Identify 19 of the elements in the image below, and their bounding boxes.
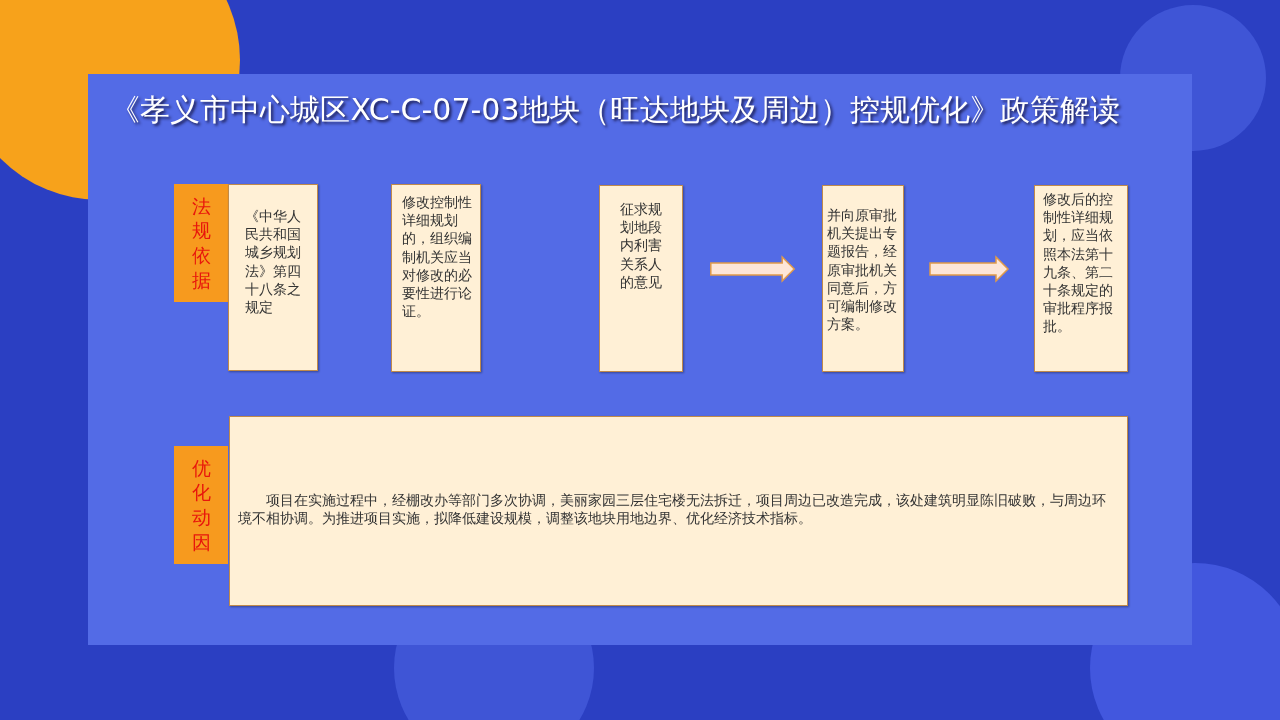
category-label: 优化动因 (191, 455, 211, 555)
step-box (391, 184, 481, 372)
step-text: 《中华人民共和国城乡规划法》第四十八条之规定 (245, 207, 302, 317)
step-text: 修改控制性详细规划的，组织编制机关应当对修改的必要性进行论证。 (402, 193, 472, 321)
step-box (1034, 185, 1128, 372)
category-label-box (174, 184, 228, 302)
description-box (229, 416, 1128, 606)
block-arrow (929, 255, 1010, 283)
step-box (228, 184, 318, 371)
step-text: 征求规划地段内利害关系人的意见 (620, 200, 663, 291)
step-text: 修改后的控制性详细规划，应当依照本法第十九条、第二十条规定的审批程序报批。 (1043, 190, 1114, 336)
block-arrow (710, 255, 796, 283)
title: 《孝义市中心城区XC-C-07-03地块（旺达地块及周边）控规优化》政策解读 (110, 91, 1120, 129)
step-box (822, 185, 904, 372)
step-text: 项目在实施过程中，经棚改办等部门多次协调，美丽家园三层住宅楼无法拆迁，项目周边已改造完成，该处建筑明显陈旧破败，与周边环境不相协调。为推进项目实施，拟降低建设规模，调整该地块用地边界、优化经济技术指标。 (238, 490, 1107, 528)
category-label-box (174, 446, 228, 564)
step-box (599, 185, 683, 372)
category-label: 法规依据 (191, 193, 211, 293)
step-text: 并向原审批机关提出专题报告，经原审批机关同意后，方可编制修改方案。 (827, 206, 898, 334)
